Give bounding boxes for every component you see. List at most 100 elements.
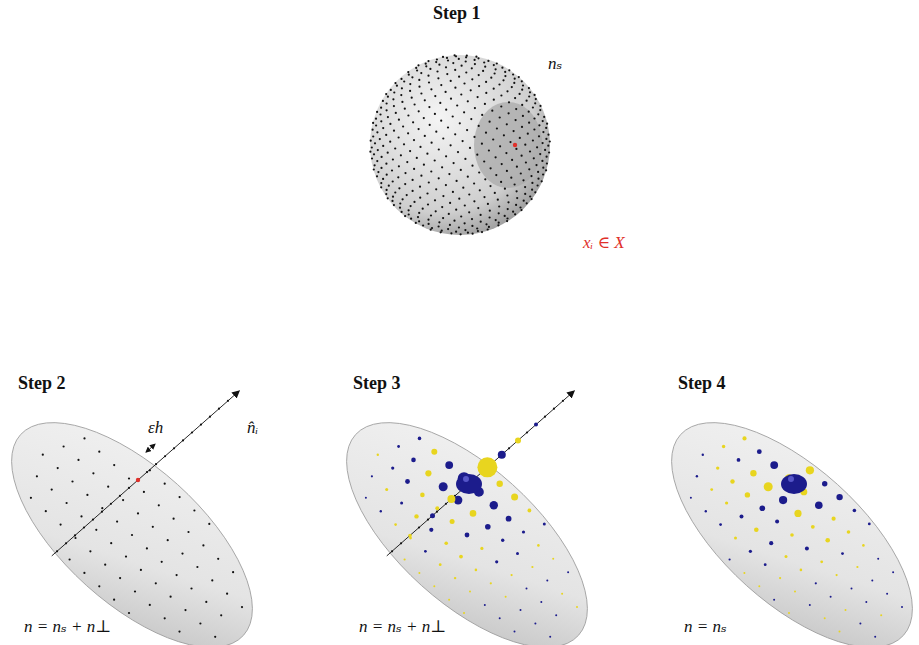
node-dot [404, 172, 406, 174]
node-dot [542, 167, 544, 169]
weight-ball [809, 604, 811, 606]
node-dot [412, 121, 414, 123]
node-dot [438, 221, 440, 223]
node-dot [394, 147, 396, 149]
node-dot [534, 191, 536, 193]
node-dot [412, 179, 414, 181]
weight-ball [463, 612, 465, 614]
node-dot [489, 216, 491, 218]
stencil-panel [635, 384, 919, 645]
node-dot [447, 228, 449, 230]
node-dot [501, 163, 503, 165]
node-dot [499, 145, 501, 147]
weight-ball [886, 593, 888, 595]
normal-dot [391, 550, 393, 552]
weight-ball [534, 423, 538, 427]
node-dot [385, 134, 387, 136]
node-dot [430, 214, 432, 216]
node-dot [373, 153, 375, 155]
node-dot [440, 231, 442, 233]
normal-dot [445, 503, 447, 505]
weight-ball [480, 547, 483, 550]
weight-ball [847, 530, 851, 534]
weight-ball [760, 505, 766, 511]
weight-ball [414, 514, 418, 518]
weight-ball [781, 474, 807, 494]
node-dot [149, 469, 151, 471]
node-dot [435, 188, 437, 190]
node-dot [170, 596, 172, 598]
center-point [513, 143, 517, 147]
node-dot [42, 454, 44, 456]
node-dot [483, 61, 485, 63]
node-dot [107, 486, 109, 488]
node-dot [536, 146, 538, 148]
node-dot [491, 110, 493, 112]
node-dot [498, 83, 500, 85]
node-dot [462, 187, 464, 189]
normal-line [387, 391, 575, 556]
node-dot [403, 80, 405, 82]
node-dot [521, 155, 523, 157]
node-dot [430, 88, 432, 90]
weight-ball [773, 599, 775, 601]
node-dot [409, 150, 411, 152]
node-dot [531, 189, 533, 191]
node-dot [488, 226, 490, 228]
node-dot [455, 55, 457, 57]
node-dot [460, 169, 462, 171]
node-dot [438, 177, 440, 179]
node-dot [450, 98, 452, 100]
weight-ball [757, 449, 762, 454]
node-dot [507, 201, 509, 203]
weight-ball [794, 510, 801, 517]
node-dot [514, 78, 516, 80]
node-dot [534, 94, 536, 96]
node-dot [386, 189, 388, 191]
weight-ball [794, 591, 796, 593]
node-dot [465, 71, 467, 73]
node-dot [524, 193, 526, 195]
node-dot [516, 197, 518, 199]
node-dot [543, 116, 545, 118]
node-dot [531, 198, 533, 200]
node-dot [462, 140, 464, 142]
node-dot [471, 218, 473, 220]
node-dot [515, 108, 517, 110]
weight-ball [485, 524, 491, 530]
node-dot [428, 81, 430, 83]
node-dot [470, 118, 472, 120]
node-dot [450, 80, 452, 82]
node-dot [521, 126, 523, 128]
weight-ball [880, 614, 882, 616]
node-dot [146, 547, 148, 549]
node-dot [463, 111, 465, 113]
weight-ball [534, 623, 536, 625]
node-dot [497, 224, 499, 226]
weight-ball [710, 488, 713, 491]
weight-ball [749, 550, 752, 553]
weight-ball [775, 520, 779, 524]
node-dot [419, 146, 421, 148]
weight-ball [815, 582, 817, 584]
node-dot [505, 152, 507, 154]
node-dot [467, 232, 469, 234]
weight-ball [859, 623, 861, 625]
node-dot [382, 100, 384, 102]
highlight [463, 476, 469, 482]
node-dot [386, 109, 388, 111]
node-dot [473, 182, 475, 184]
node-dot [418, 86, 420, 88]
node-dot [528, 122, 530, 124]
spacing-arrow [146, 444, 155, 452]
weight-ball [397, 445, 400, 448]
normal-dot [218, 408, 220, 410]
node-dot [418, 79, 420, 81]
node-dot [508, 69, 510, 71]
node-dot [410, 218, 412, 220]
node-dot [388, 185, 390, 187]
node-dot [533, 128, 535, 130]
node-dot [449, 202, 451, 204]
node-dot [471, 165, 473, 167]
weight-ball [805, 546, 809, 550]
